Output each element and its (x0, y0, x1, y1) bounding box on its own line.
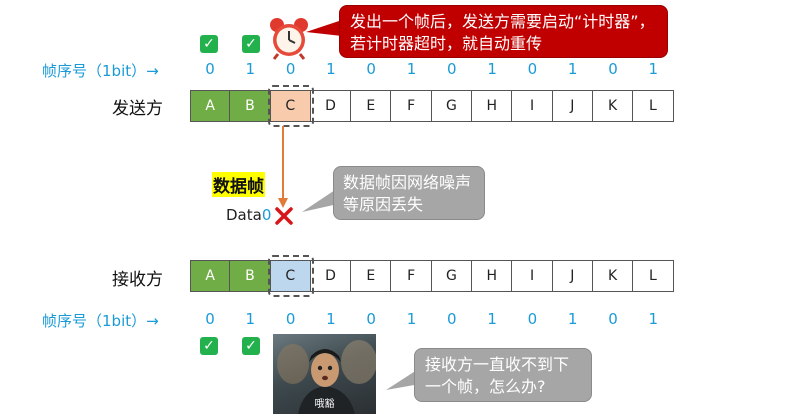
receiver-frame: K (592, 260, 634, 292)
sender-seq-number: 0 (608, 60, 618, 78)
red-x-icon (275, 207, 293, 225)
receiver-seq-number: 1 (567, 310, 578, 328)
sender-frame: K (592, 90, 634, 122)
loss-callout: 数据帧因网络噪声等原因丢失 (333, 166, 485, 220)
receiver-seq-number: 0 (285, 310, 296, 328)
sender-seq-number: 1 (648, 60, 659, 78)
receiver-seq-number: 0 (366, 310, 376, 328)
sender-seq-number: 0 (285, 60, 296, 78)
receiver-frame: F (391, 260, 432, 292)
sender-frame: G (431, 90, 473, 122)
sender-seq-number: 1 (406, 60, 417, 78)
sender-seq-number: 0 (447, 60, 457, 78)
sender-frame: B (230, 90, 271, 122)
receiver-frame: G (431, 260, 473, 292)
receiver-seq-number: 0 (527, 310, 538, 328)
receiver-window-highlight (268, 255, 314, 297)
data-frame-label: 数据帧 (212, 172, 265, 197)
sender-label: 发送方 (112, 99, 163, 119)
sender-seq-number: 1 (245, 60, 256, 78)
check-icon: ✓ (242, 35, 260, 53)
callout-pointer (386, 368, 420, 390)
sender-frame: L (633, 90, 674, 122)
sender-frame: J (552, 90, 593, 122)
receiver-frame: D (310, 260, 352, 292)
receiver-frame: A (190, 260, 231, 292)
receiver-seq-number: 0 (608, 310, 618, 328)
receiver-frame: B (230, 260, 271, 292)
sender-frame-current: C (270, 90, 311, 122)
callout-pointer (302, 188, 338, 212)
receiver-seq-number: 1 (326, 310, 336, 328)
sender-seq-number: 0 (527, 60, 538, 78)
receiver-seq-number: 1 (245, 310, 256, 328)
receiver-frame: J (552, 260, 593, 292)
sender-seq-number: 1 (487, 60, 497, 78)
sender-frame: I (512, 90, 553, 122)
sender-frame: A (190, 90, 231, 122)
sender-seq-number: 1 (567, 60, 578, 78)
sender-seq-number: 0 (366, 60, 376, 78)
receiver-seq-label: 帧序号（1bit）→ (42, 312, 159, 330)
receiver-seq-number: 1 (487, 310, 497, 328)
meme-caption: 哦豁 (314, 399, 335, 410)
transmit-arrow (278, 126, 288, 208)
receiver-callout: 接收方一直收不到下一个帧，怎么办? (414, 348, 592, 402)
sender-frame-row: A B C D E F G H I J K L (190, 90, 674, 122)
alarm-clock-icon (270, 18, 308, 60)
receiver-label: 接收方 (112, 270, 163, 290)
sender-frame: H (472, 90, 513, 122)
receiver-frame: I (512, 260, 553, 292)
sender-window-highlight (268, 85, 314, 127)
sender-seq-number: 1 (326, 60, 336, 78)
meme-photo: 哦豁 (273, 334, 376, 414)
receiver-seq-number: 1 (406, 310, 417, 328)
sender-seq-label: 帧序号（1bit）→ (42, 62, 159, 80)
check-icon: ✓ (200, 35, 218, 53)
check-icon: ✓ (242, 337, 260, 355)
callout-pointer (306, 20, 342, 36)
sender-frame: D (310, 90, 352, 122)
receiver-frame-current: C (270, 260, 311, 292)
data-frame-name: Data0 (226, 206, 271, 224)
receiver-seq-number: 0 (205, 310, 215, 328)
receiver-seq-number: 0 (447, 310, 457, 328)
meme-figure (277, 340, 376, 414)
sender-frame: E (351, 90, 392, 122)
check-icon: ✓ (200, 337, 218, 355)
data-frame-prefix: Data (226, 206, 262, 224)
receiver-seq-number: 1 (648, 310, 659, 328)
sender-seq-number: 0 (205, 60, 215, 78)
sender-frame: F (391, 90, 432, 122)
receiver-frame: E (351, 260, 392, 292)
receiver-frame: L (633, 260, 674, 292)
receiver-frame: H (472, 260, 513, 292)
timer-callout: 发出一个帧后，发送方需要启动“计时器”，若计时器超时，就自动重传 (339, 5, 668, 58)
receiver-frame-row: A B C D E F G H I J K L (190, 260, 674, 292)
data-frame-index: 0 (261, 206, 272, 224)
